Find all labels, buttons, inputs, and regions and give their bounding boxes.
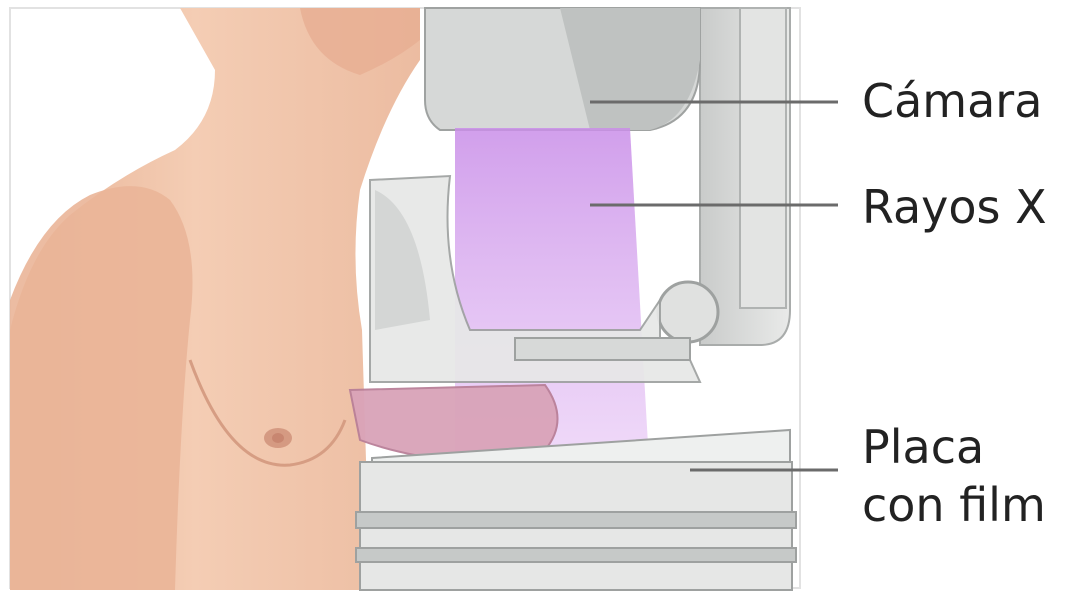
camera-label: Cámara: [862, 72, 1042, 130]
film-plate: [356, 430, 796, 590]
film-plate-label: Placa con film: [862, 418, 1046, 534]
film-plate-label-line-1: Placa: [862, 418, 1046, 476]
xray-label: Rayos X: [862, 178, 1047, 236]
film-plate-label-line-2: con film: [862, 476, 1046, 534]
